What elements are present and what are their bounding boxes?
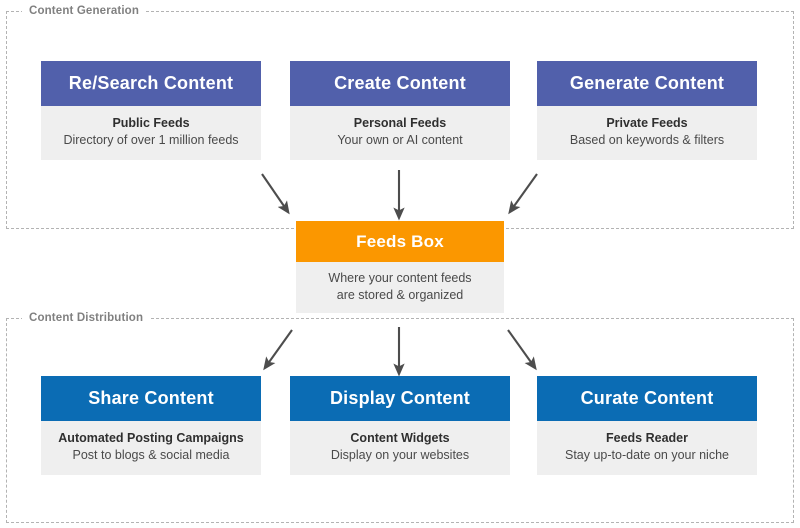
card-research-content-title: Re/Search Content <box>41 61 261 106</box>
card-feeds-box-description-line2: are stored & organized <box>336 288 464 302</box>
card-display-content-title: Display Content <box>290 376 510 421</box>
card-curate-content-body: Feeds Reader Stay up-to-date on your nic… <box>537 421 757 475</box>
card-generate-content-title: Generate Content <box>537 61 757 106</box>
card-curate-content-title: Curate Content <box>537 376 757 421</box>
card-display-content-description: Display on your websites <box>330 448 470 462</box>
card-display-content-subtitle: Content Widgets <box>350 431 450 445</box>
group-label-content-generation: Content Generation <box>22 5 147 18</box>
card-feeds-box-title: Feeds Box <box>296 221 504 262</box>
card-share-content-body: Automated Posting Campaigns Post to blog… <box>41 421 261 475</box>
card-research-content[interactable]: Re/Search Content Public Feeds Directory… <box>41 61 261 160</box>
card-share-content-title: Share Content <box>41 376 261 421</box>
card-create-content-title: Create Content <box>290 61 510 106</box>
card-share-content[interactable]: Share Content Automated Posting Campaign… <box>41 376 261 475</box>
card-curate-content-subtitle: Feeds Reader <box>606 431 688 445</box>
card-research-content-subtitle: Public Feeds <box>112 116 190 130</box>
group-label-content-distribution: Content Distribution <box>22 312 151 325</box>
card-share-content-description: Post to blogs & social media <box>72 448 230 462</box>
card-feeds-box-description-line1: Where your content feeds <box>328 271 472 285</box>
card-create-content[interactable]: Create Content Personal Feeds Your own o… <box>290 61 510 160</box>
group-frame-content-distribution <box>6 318 794 523</box>
card-display-content[interactable]: Display Content Content Widgets Display … <box>290 376 510 475</box>
card-generate-content-subtitle: Private Feeds <box>606 116 688 130</box>
card-research-content-description: Directory of over 1 million feeds <box>63 133 239 147</box>
card-share-content-subtitle: Automated Posting Campaigns <box>58 431 244 445</box>
card-feeds-box[interactable]: Feeds Box Where your content feeds are s… <box>296 221 504 313</box>
card-create-content-body: Personal Feeds Your own or AI content <box>290 106 510 160</box>
card-curate-content-description: Stay up-to-date on your niche <box>565 448 729 462</box>
card-create-content-subtitle: Personal Feeds <box>353 116 447 130</box>
card-generate-content-description: Based on keywords & filters <box>569 133 725 147</box>
card-create-content-description: Your own or AI content <box>337 133 463 147</box>
card-generate-content-body: Private Feeds Based on keywords & filter… <box>537 106 757 160</box>
card-curate-content[interactable]: Curate Content Feeds Reader Stay up-to-d… <box>537 376 757 475</box>
card-feeds-box-body: Where your content feeds are stored & or… <box>296 262 504 313</box>
card-display-content-body: Content Widgets Display on your websites <box>290 421 510 475</box>
card-generate-content[interactable]: Generate Content Private Feeds Based on … <box>537 61 757 160</box>
card-research-content-body: Public Feeds Directory of over 1 million… <box>41 106 261 160</box>
